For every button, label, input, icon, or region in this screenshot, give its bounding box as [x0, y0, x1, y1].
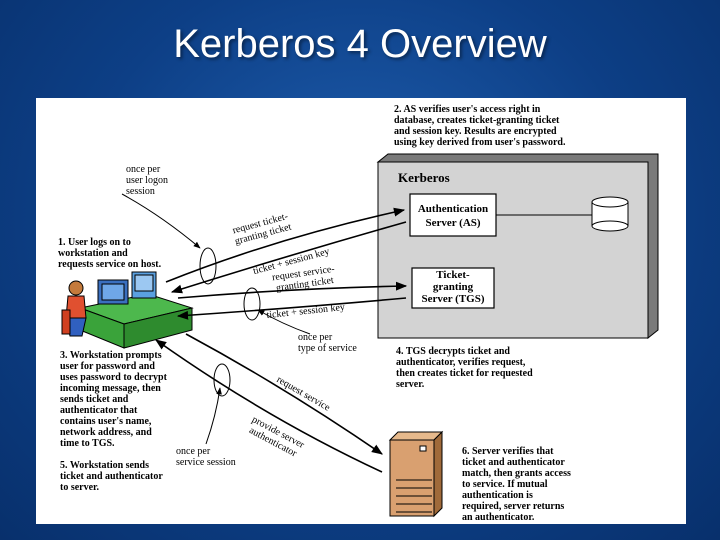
svg-text:to server.: to server.: [60, 482, 100, 493]
svg-text:server.: server.: [396, 379, 425, 390]
svg-text:match, then grants access: match, then grants access: [462, 468, 571, 479]
as-box-line2: Server (AS): [425, 217, 480, 229]
tgs-box-line1: Ticket-: [436, 269, 470, 281]
arrow-ticket-session-key-2: [176, 297, 407, 320]
svg-text:user for password and: user for password and: [60, 361, 155, 372]
diagram-panel: Kerberos Authentication Server (AS) Tick…: [36, 98, 686, 524]
note-step-5: 5. Workstation sends ticket and authenti…: [60, 460, 163, 493]
svg-text:1. User logs on to: 1. User logs on to: [58, 237, 131, 248]
tgs-box-line2: granting: [433, 281, 474, 293]
arrow-request-tgt: [165, 207, 406, 283]
kerberos-diagram: Kerberos Authentication Server (AS) Tick…: [58, 104, 659, 523]
svg-text:ticket and authenticator: ticket and authenticator: [60, 471, 163, 482]
svg-text:5. Workstation sends: 5. Workstation sends: [60, 460, 149, 471]
note-once-service-session: once per service session: [176, 446, 236, 468]
svg-text:network address, and: network address, and: [60, 427, 152, 438]
svg-text:session: session: [126, 186, 155, 197]
arrow-ticket-session-key-1: [170, 221, 407, 294]
slide-title: Kerberos 4 Overview: [173, 22, 547, 66]
svg-text:ticket and authenticator: ticket and authenticator: [462, 457, 565, 468]
kerberos-box: [376, 153, 659, 340]
svg-text:4. TGS decrypts ticket and: 4. TGS decrypts ticket and: [396, 346, 510, 357]
svg-text:then creates ticket for reques: then creates ticket for requested: [396, 368, 533, 379]
svg-text:sends ticket and: sends ticket and: [60, 394, 129, 405]
svg-text:authenticator that: authenticator that: [60, 405, 138, 416]
arrow-request-service: [185, 333, 383, 455]
note-once-service-type: once per type of service: [298, 332, 357, 354]
svg-text:once per: once per: [126, 164, 161, 175]
svg-text:time to TGS.: time to TGS.: [60, 438, 115, 449]
svg-text:3. Workstation prompts: 3. Workstation prompts: [60, 350, 162, 361]
svg-text:uses password to decrypt: uses password to decrypt: [60, 372, 168, 383]
arrow-label-a5: request service: [275, 374, 333, 414]
svg-text:type of service: type of service: [298, 343, 357, 354]
svg-text:contains user's name,: contains user's name,: [60, 416, 152, 427]
svg-text:authenticator, verifies reques: authenticator, verifies request,: [396, 357, 526, 368]
note-step-6: 6. Server verifies that ticket and authe…: [462, 446, 571, 523]
svg-text:and session key. Results are e: and session key. Results are encrypted: [394, 126, 557, 137]
loop-once-logon: [121, 193, 201, 249]
svg-text:an authenticator.: an authenticator.: [462, 512, 535, 523]
svg-text:requests service on host.: requests service on host.: [58, 259, 162, 270]
as-box-line1: Authentication: [418, 203, 488, 215]
tgs-box-line3: Server (TGS): [421, 293, 484, 305]
arrow-label-a4: ticket + session key: [266, 302, 345, 321]
svg-text:required, server returns: required, server returns: [462, 501, 564, 512]
svg-text:database, creates ticket-grant: database, creates ticket-granting ticket: [394, 115, 560, 126]
arrow-provide-authenticator: [155, 339, 383, 473]
svg-text:2. AS verifies user's access r: 2. AS verifies user's access right in: [394, 104, 541, 115]
svg-text:once per: once per: [298, 332, 333, 343]
note-step-1: 1. User logs on to workstation and reque…: [58, 237, 162, 270]
svg-text:user logon: user logon: [126, 175, 168, 186]
svg-text:once per: once per: [176, 446, 211, 457]
svg-text:workstation and: workstation and: [58, 248, 128, 259]
note-once-logon: once per user logon session: [126, 164, 168, 197]
svg-text:to service. If mutual: to service. If mutual: [462, 479, 548, 490]
workstation-icon: [61, 271, 194, 349]
arrow-request-sgt: [177, 281, 408, 299]
svg-text:using key derived from user's: using key derived from user's password.: [394, 137, 566, 148]
note-step-2: 2. AS verifies user's access right in da…: [394, 104, 566, 148]
note-step-4: 4. TGS decrypts ticket and authenticator…: [396, 346, 533, 390]
loop-once-service-session: [205, 387, 222, 445]
tgs-server-box: Ticket- granting Server (TGS): [411, 267, 495, 309]
note-step-3: 3. Workstation prompts user for password…: [60, 350, 168, 449]
loop-once-service-type: [257, 309, 311, 335]
as-server-box: Authentication Server (AS): [409, 193, 497, 237]
svg-text:service session: service session: [176, 457, 236, 468]
database-icon: [591, 196, 629, 232]
server-icon: [388, 430, 444, 518]
svg-text:incoming message, then: incoming message, then: [60, 383, 161, 394]
svg-text:6. Server verifies that: 6. Server verifies that: [462, 446, 554, 457]
svg-text:authentication is: authentication is: [462, 490, 533, 501]
kerberos-label: Kerberos: [398, 170, 450, 185]
